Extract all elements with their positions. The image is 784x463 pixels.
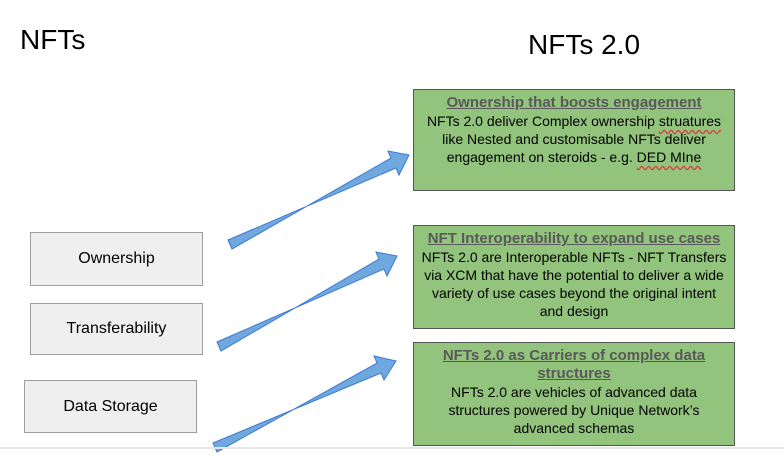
arrow-right-up-icon bbox=[216, 251, 398, 352]
card-interoperability: NFT Interoperability to expand use cases… bbox=[413, 225, 735, 329]
arrow-right-up-icon bbox=[227, 150, 410, 250]
bottom-divider bbox=[0, 447, 784, 449]
card-heading: NFT Interoperability to expand use cases bbox=[427, 230, 721, 247]
box-transferability-label: Transferability bbox=[66, 320, 167, 337]
arrow-right-up-icon bbox=[212, 355, 397, 453]
card-body: NFTs 2.0 deliver Complex ownership strua… bbox=[420, 112, 728, 166]
card-body: NFTs 2.0 are vehicles of advanced data s… bbox=[448, 384, 700, 436]
title-nfts: NFTs bbox=[20, 24, 86, 55]
card-heading: Ownership that boosts engagement bbox=[446, 94, 702, 111]
box-ownership-label: Ownership bbox=[78, 250, 155, 267]
card-ownership-engagement: Ownership that boosts engagement NFTs 2.… bbox=[413, 89, 735, 191]
box-transferability: Transferability bbox=[30, 303, 203, 355]
card-body-misspelled: struatures bbox=[658, 113, 722, 129]
box-data-storage: Data Storage bbox=[24, 380, 197, 433]
box-ownership: Ownership bbox=[30, 232, 203, 286]
box-data-storage-label: Data Storage bbox=[63, 397, 158, 415]
title-nfts-2: NFTs 2.0 bbox=[528, 29, 641, 60]
card-heading: NFTs 2.0 as Carriers of complex data str… bbox=[442, 347, 706, 382]
card-body-text: like Nested and customisable NFTs delive… bbox=[442, 131, 706, 165]
card-body: NFTs 2.0 are Interoperable NFTs - NFT Tr… bbox=[421, 249, 727, 319]
card-body-text: NFTs 2.0 deliver Complex ownership bbox=[426, 113, 659, 129]
card-body-misspelled: DED MIne bbox=[636, 149, 702, 165]
card-data-carriers: NFTs 2.0 as Carriers of complex data str… bbox=[413, 342, 735, 446]
